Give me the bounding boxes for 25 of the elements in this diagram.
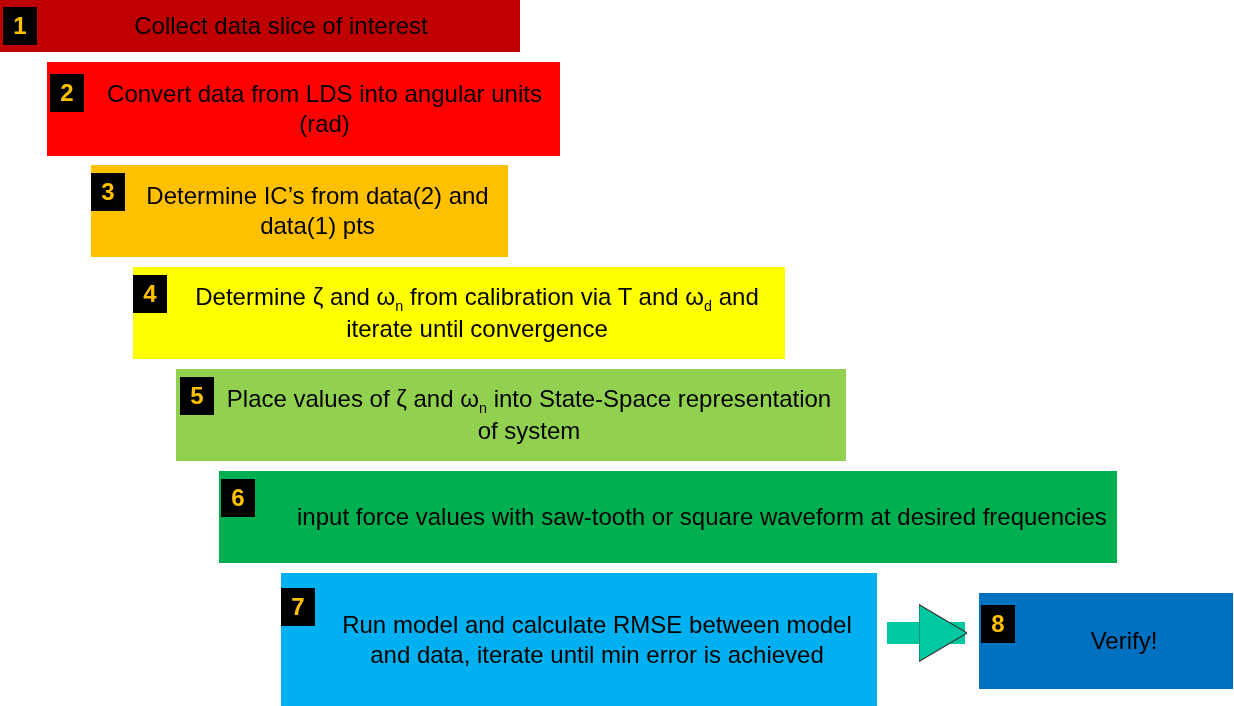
step-box <box>281 573 877 706</box>
step-number: 5 <box>180 377 214 415</box>
step-box <box>176 369 846 461</box>
step-text: input force values with saw-tooth or square waveform at desired frequencies <box>297 502 1107 532</box>
step-box <box>133 267 785 359</box>
step-number: 7 <box>281 588 315 626</box>
step-number: 1 <box>3 7 37 45</box>
step-number: 2 <box>50 74 84 112</box>
step-text: Determine ζ and ω$_{n}$ from calibration via T and ω$_{d}$ and iterate until convergence <box>194 281 760 345</box>
step-number: 6 <box>221 479 255 517</box>
step-text: Convert data from LDS into angular units (rad) <box>106 79 543 139</box>
step-number: 8 <box>981 605 1015 643</box>
step-box <box>979 593 1233 689</box>
block-arrow <box>887 603 968 663</box>
step-text: Verify! <box>1090 626 1158 656</box>
step-text: Place values of ζ and ω$_{n}$ into State-Space representation of system <box>225 383 833 447</box>
step-number: 3 <box>91 173 125 211</box>
step-box <box>219 471 1117 563</box>
step-text: Determine IC’s from data(2) and data(1) pts <box>145 181 490 241</box>
step-box <box>0 0 520 52</box>
step-box <box>47 62 560 156</box>
step-text: Collect data slice of interest <box>134 11 428 41</box>
step-number: 4 <box>133 275 167 313</box>
step-text: Run model and calculate RMSE between model and data, iterate until min error is achieved <box>341 609 853 670</box>
step-box <box>91 165 508 257</box>
